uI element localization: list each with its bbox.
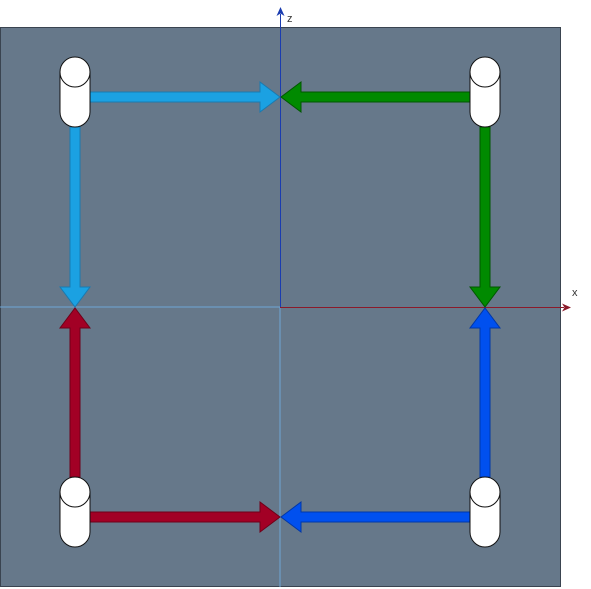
cylinders-group xyxy=(59,56,501,548)
x-axis-arrowhead xyxy=(562,303,571,312)
top-right-cylinder xyxy=(469,56,501,128)
bottom-left-vertical-arrow xyxy=(59,307,91,478)
z-axis-arrowhead xyxy=(276,7,285,16)
top-left-cylinder xyxy=(59,56,91,128)
top-left-vertical-arrow xyxy=(59,126,91,308)
x-axis-label: x xyxy=(572,287,578,299)
bottom-right-cylinder xyxy=(469,476,501,548)
z-axis-label: z xyxy=(287,13,293,25)
arrows-group xyxy=(59,81,501,533)
top-left-horizontal-arrow xyxy=(89,81,281,113)
bottom-right-vertical-arrow xyxy=(469,307,501,478)
top-right-horizontal-arrow xyxy=(280,81,471,113)
bottom-left-horizontal-arrow xyxy=(89,501,281,533)
top-right-vertical-arrow xyxy=(469,126,501,308)
bottom-right-horizontal-arrow xyxy=(280,501,471,533)
bottom-left-cylinder xyxy=(59,476,91,548)
